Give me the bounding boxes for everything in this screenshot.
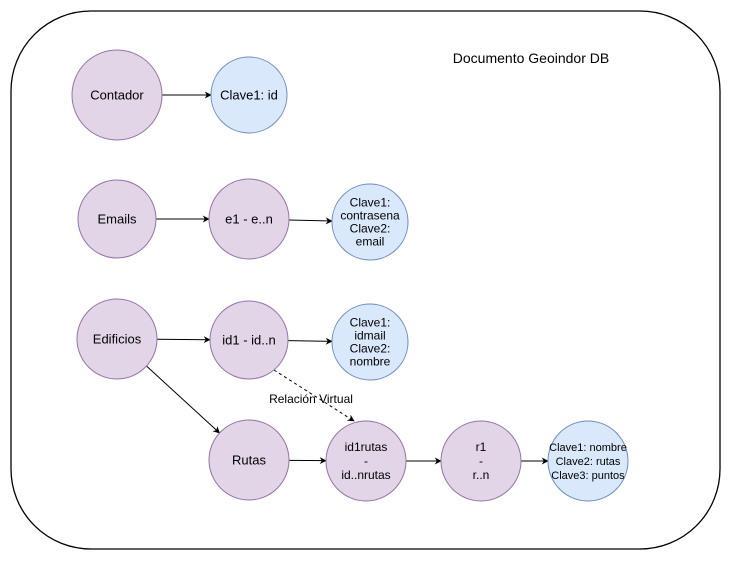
node-label-line: Clave2: rutas: [556, 456, 621, 468]
node-label-line: id1rutas: [345, 440, 388, 454]
node-emails: Emails: [77, 179, 157, 259]
node-label-line: contrasena: [340, 209, 400, 223]
node-circle: [210, 56, 288, 134]
node-rutas: Rutas: [208, 419, 290, 501]
node-label-line: Clave2:: [350, 222, 391, 236]
node-label-line: Clave1:: [350, 196, 391, 210]
node-contador: Contador: [71, 49, 163, 141]
node-circle: [325, 420, 407, 502]
node-label-line: Clave1: nombre: [549, 442, 627, 454]
document-frame: [10, 10, 721, 550]
node-label-line: Clave3: puntos: [551, 470, 625, 482]
node-circle: [547, 420, 629, 502]
node-label-line: id..nrutas: [341, 468, 390, 482]
node-circle: [76, 298, 158, 380]
edge-edificios-range-to-rutas-range: [273, 369, 355, 422]
edge-edificios-range-to-edificios-keys: [287, 337, 333, 345]
edge-edificios-to-rutas: [146, 365, 221, 434]
node-label-line: r..n: [473, 468, 490, 482]
node-label-line: Clave2:: [350, 342, 391, 356]
edge-label: Relación Virtual: [269, 392, 353, 406]
node-label-line: nombre: [350, 355, 391, 369]
node-edificios-range: id1 - id..n: [209, 300, 289, 380]
node-circle: [71, 49, 163, 141]
node-label-line: id1 - id..n: [222, 333, 275, 348]
node-r-range: r1-r..n: [440, 420, 522, 502]
node-label-line: -: [479, 454, 483, 468]
edges-layer: Relación Virtual: [146, 91, 549, 465]
node-edificios: Edificios: [76, 298, 158, 380]
node-circle: [440, 420, 522, 502]
node-contador-key: Clave1: id: [210, 56, 288, 134]
node-label-line: email: [356, 235, 385, 249]
diagram-title: Documento Geoindor DB: [453, 50, 609, 66]
node-label-line: Rutas: [232, 453, 266, 468]
node-label-line: e1 - e..n: [225, 212, 273, 227]
node-circle: [209, 300, 289, 380]
node-circle: [208, 178, 290, 260]
node-circle: [208, 419, 290, 501]
node-emails-range: e1 - e..n: [208, 178, 290, 260]
node-label-line: -: [364, 454, 368, 468]
node-label-line: Edificios: [93, 332, 142, 347]
node-label-line: Emails: [97, 212, 137, 227]
node-circle: [77, 179, 157, 259]
node-label-line: Clave1:: [350, 316, 391, 330]
edge-emails-range-to-emails-keys: [288, 217, 333, 225]
node-circle: [331, 303, 409, 381]
node-label-line: Clave1: id: [220, 88, 278, 103]
node-label-line: r1: [476, 440, 487, 454]
node-rutas-range: id1rutas-id..nrutas: [325, 420, 407, 502]
node-label-line: idmail: [354, 329, 385, 343]
node-label-line: Contador: [90, 88, 144, 103]
node-circle: [331, 183, 409, 261]
